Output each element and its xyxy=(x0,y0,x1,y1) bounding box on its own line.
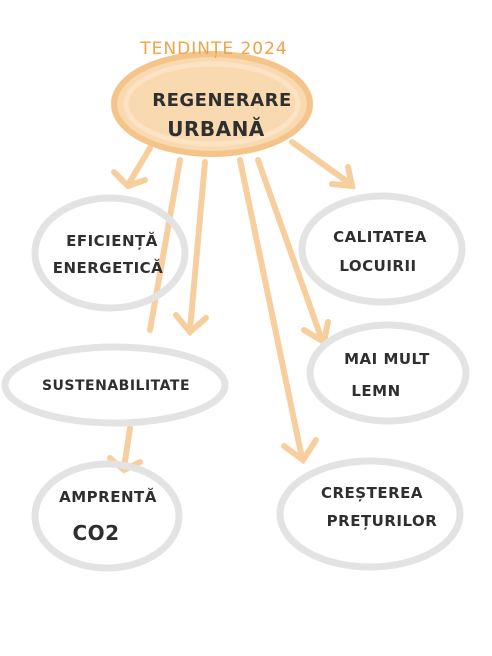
bubble-wood xyxy=(306,321,470,425)
node-prices-line2: PREȚURILOR xyxy=(327,512,438,530)
node-wood-line1: MAI MULT xyxy=(344,350,430,368)
arrow-to-sustainability-a xyxy=(147,157,183,333)
diagram-title: TENDINȚE 2024 xyxy=(139,39,287,59)
arrow-to-wood xyxy=(255,157,331,347)
node-efficiency-line1: EFICIENȚĂ xyxy=(66,231,158,250)
bubble-sustainability xyxy=(1,343,229,427)
arrow-to-housing xyxy=(289,139,356,190)
node-housing-line1: CALITATEA xyxy=(333,228,427,246)
bubble-housing xyxy=(298,192,466,306)
bubbles xyxy=(1,192,470,572)
arrow-to-efficiency xyxy=(111,145,153,190)
center-label-line2: URBANĂ xyxy=(167,117,265,141)
arrow-to-prices xyxy=(237,157,319,465)
bubble-efficiency xyxy=(31,194,189,312)
node-wood-line2: LEMN xyxy=(351,382,400,400)
arrow-to-sustainability-b xyxy=(173,159,209,337)
node-efficiency-line2: ENERGETICĂ xyxy=(53,258,164,277)
center-node xyxy=(111,51,313,157)
center-label-line1: REGENERARE xyxy=(152,90,292,111)
node-housing-line2: LOCUIRII xyxy=(339,257,416,275)
node-footprint-line1: AMPRENTĂ xyxy=(59,487,157,506)
bubble-prices xyxy=(276,457,464,571)
node-sustainability-label: SUSTENABILITATE xyxy=(42,378,190,394)
bubble-footprint xyxy=(31,460,183,572)
node-footprint-line2: CO2 xyxy=(72,521,119,545)
node-prices-line1: CREȘTEREA xyxy=(321,484,423,502)
